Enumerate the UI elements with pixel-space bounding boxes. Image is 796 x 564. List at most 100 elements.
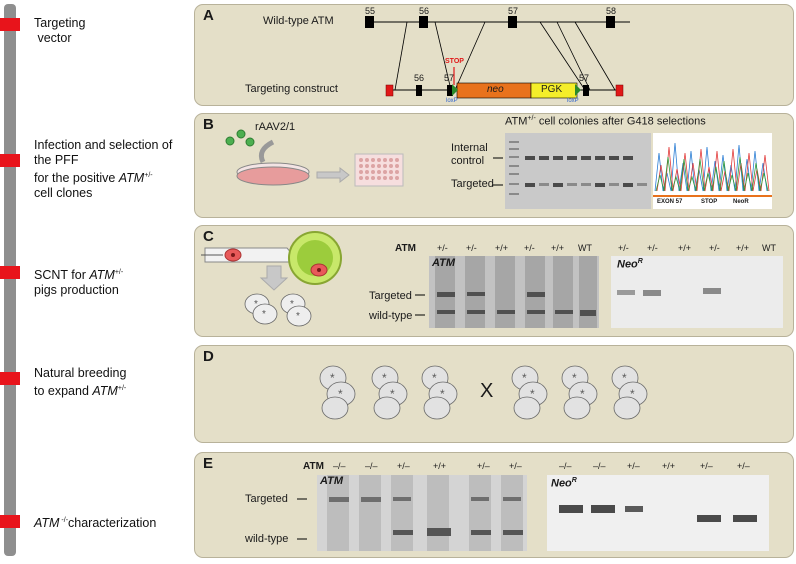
genotype-c-right-1: +/- bbox=[618, 243, 629, 253]
seq-label-neor: NeoR bbox=[733, 199, 749, 205]
genotype-e-left-5: +/– bbox=[477, 461, 490, 471]
step-marker-4 bbox=[0, 372, 20, 385]
construct-exon-57a-label: 57 bbox=[444, 73, 455, 83]
step-marker-5 bbox=[0, 515, 20, 528]
panel-b-title-prefix: ATM bbox=[505, 115, 528, 128]
exon-57-label: 57 bbox=[508, 6, 519, 16]
band-ticks-c bbox=[415, 294, 425, 316]
gel-c-neor-bands bbox=[617, 288, 721, 296]
genotype-e-left-6: +/– bbox=[509, 461, 522, 471]
genotype-c-right-4: +/- bbox=[709, 243, 720, 253]
infection-illustration bbox=[225, 129, 404, 187]
svg-text:*: * bbox=[338, 387, 343, 401]
svg-text:*: * bbox=[262, 309, 266, 320]
genotype-e-left-2: –/– bbox=[365, 461, 378, 471]
genotype-c-left-3: +/+ bbox=[495, 243, 509, 253]
targeted-label-b: Targeted bbox=[451, 178, 494, 190]
svg-text:*: * bbox=[522, 371, 527, 385]
genotype-e-left-3: +/– bbox=[397, 461, 410, 471]
scnt-illustration: **** bbox=[201, 231, 342, 327]
genotype-e-right-6: +/– bbox=[737, 461, 750, 471]
panel-b-title-sup: +/- bbox=[527, 115, 536, 122]
genotype-c-right-2: +/- bbox=[647, 243, 658, 253]
step-marker-1 bbox=[0, 18, 20, 31]
exon-56-label: 56 bbox=[419, 6, 430, 16]
panel-e: E ATM –/– –/– +/– +/+ +/– +/– –/– –/– +/… bbox=[194, 452, 794, 558]
step-label-targeting: Targeting vector bbox=[34, 16, 85, 46]
breeding-illustration: ** ** ** ** ** ** bbox=[319, 365, 648, 420]
gel-c-neor-label: NeoR bbox=[617, 258, 643, 271]
neo-label: neo bbox=[487, 84, 504, 95]
genotype-c-right-5: +/+ bbox=[736, 243, 750, 253]
step-marker-3 bbox=[0, 266, 20, 279]
wildtype-label-c: wild-type bbox=[369, 310, 413, 322]
loxp-label-left: loxP bbox=[446, 98, 458, 104]
gel-c-atm-label: ATM bbox=[432, 257, 456, 269]
genotype-e-right-2: –/– bbox=[593, 461, 606, 471]
step-label-characterization: ATM -/-characterization bbox=[34, 516, 157, 531]
genotype-c-left-5: +/+ bbox=[551, 243, 565, 253]
panel-d: D ** ** ** ** ** ** X bbox=[194, 345, 794, 443]
panel-b: B rAAV2/1 ATM+/- cell colonies after G41… bbox=[194, 113, 794, 218]
exon-58-wt bbox=[606, 16, 615, 28]
svg-text:*: * bbox=[630, 387, 635, 401]
panel-a: A Wild-type ATM Targeting construct 55 5… bbox=[194, 4, 794, 106]
panel-a-letter: A bbox=[203, 7, 214, 24]
genotype-c-left-1: +/- bbox=[437, 243, 448, 253]
pgk-label: PGK bbox=[541, 84, 563, 95]
exon-57-wt bbox=[508, 16, 517, 28]
targeting-construct-label: Targeting construct bbox=[245, 83, 338, 95]
seq-label-stop: STOP bbox=[701, 199, 718, 205]
genotype-e-right-1: –/– bbox=[559, 461, 572, 471]
svg-text:*: * bbox=[254, 299, 258, 310]
genotype-e-left-1: –/– bbox=[333, 461, 346, 471]
gel-e-atm-label: ATM bbox=[320, 475, 344, 487]
panel-c: C **** ATM +/- +/- +/+ +/- +/+ WT +/- +/… bbox=[194, 225, 794, 337]
wildtype-label-e: wild-type bbox=[245, 533, 289, 545]
targeted-label-e: Targeted bbox=[245, 493, 288, 505]
gel-e-neor-bands bbox=[559, 505, 757, 522]
band-ticks-e bbox=[297, 498, 307, 540]
loxp-label-right: loxP bbox=[567, 98, 579, 104]
svg-text:*: * bbox=[382, 371, 387, 385]
construct-exon-57b-label: 57 bbox=[579, 73, 590, 83]
panel-d-letter: D bbox=[203, 348, 214, 365]
genotype-e-right-4: +/+ bbox=[662, 461, 676, 471]
cross-symbol: X bbox=[480, 380, 494, 402]
panel-e-letter: E bbox=[203, 455, 214, 472]
genotype-c-right-3: +/+ bbox=[678, 243, 692, 253]
wildtype-atm-label: Wild-type ATM bbox=[263, 15, 334, 27]
svg-text:*: * bbox=[296, 311, 300, 322]
gel-c-atm bbox=[429, 256, 599, 328]
svg-text:*: * bbox=[580, 387, 585, 401]
panel-c-letter: C bbox=[203, 228, 214, 245]
svg-text:*: * bbox=[572, 371, 577, 385]
svg-text:*: * bbox=[622, 371, 627, 385]
genotype-c-left-6: WT bbox=[578, 243, 592, 253]
band-ticks-b bbox=[493, 157, 503, 186]
exon-55-wt bbox=[365, 16, 374, 28]
end-marker-right bbox=[615, 84, 624, 97]
panel-b-letter: B bbox=[203, 116, 214, 133]
exon-56-construct bbox=[416, 85, 422, 96]
panel-b-title-suffix: cell colonies after G418 selections bbox=[538, 115, 706, 128]
genotype-e-right-5: +/– bbox=[700, 461, 713, 471]
svg-text:*: * bbox=[390, 387, 395, 401]
chromatogram-traces bbox=[654, 142, 770, 192]
gel-e-atm bbox=[317, 475, 527, 551]
exon-58-label: 58 bbox=[606, 6, 617, 16]
gel-c-neor: NeoR bbox=[611, 256, 783, 328]
step-label-scnt: SCNT for ATM+/-pigs production bbox=[34, 268, 124, 298]
svg-text:*: * bbox=[432, 371, 437, 385]
genotype-e-left-4: +/+ bbox=[433, 461, 447, 471]
genotype-c-right-6: WT bbox=[762, 243, 776, 253]
genotype-c-left-4: +/- bbox=[524, 243, 535, 253]
targeted-label-c: Targeted bbox=[369, 290, 412, 302]
step-label-targeting-text: Targeting vector bbox=[34, 16, 86, 45]
gel-e-neor-label: NeoR bbox=[551, 477, 577, 490]
svg-text:*: * bbox=[440, 387, 445, 401]
genotype-c-left-2: +/- bbox=[466, 243, 477, 253]
exon-56-wt bbox=[419, 16, 428, 28]
